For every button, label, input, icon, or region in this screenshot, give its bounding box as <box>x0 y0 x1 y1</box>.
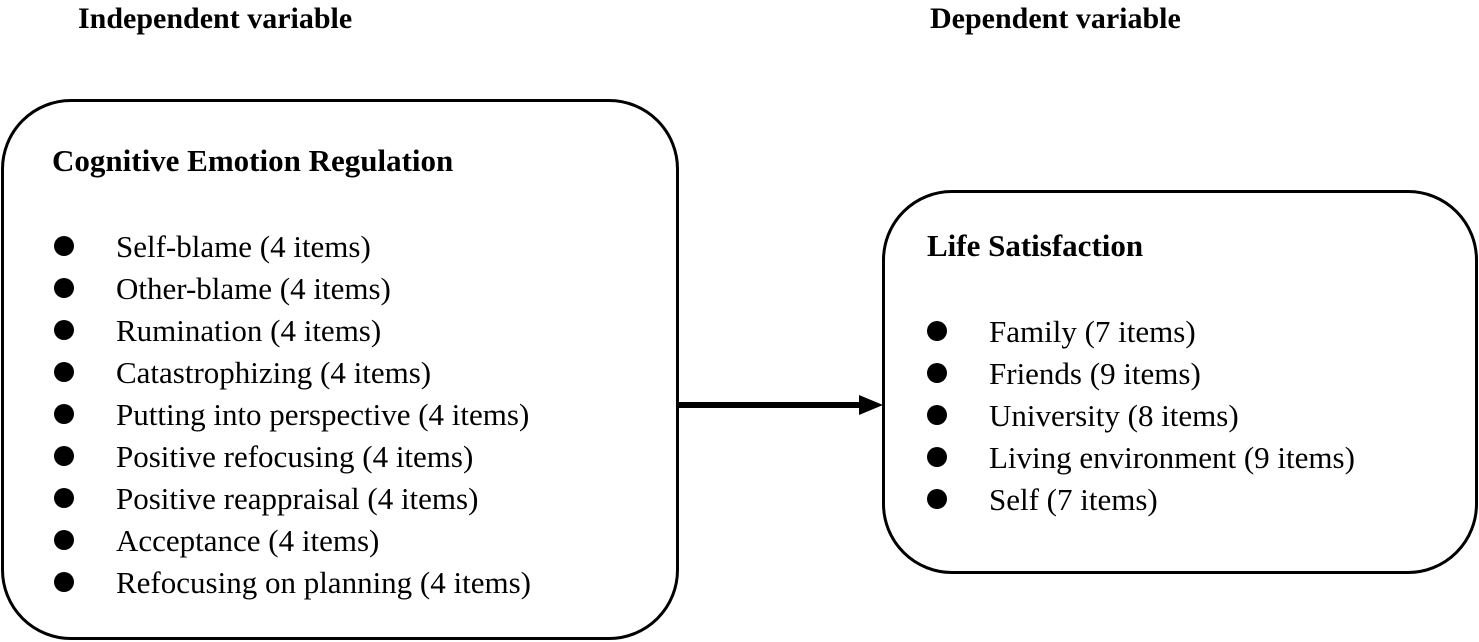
list-item-label: Self (7 items) <box>989 482 1158 517</box>
bullet-icon <box>54 530 74 550</box>
bullet-icon <box>54 488 74 508</box>
life-satisfaction-title: Life Satisfaction <box>927 228 1144 263</box>
bullet-icon <box>927 405 947 425</box>
list-item-label: Friends (9 items) <box>989 356 1201 391</box>
bullet-icon <box>54 572 74 592</box>
list-item-label: Family (7 items) <box>989 314 1196 349</box>
bullet-icon <box>927 363 947 383</box>
bullet-icon <box>54 278 74 298</box>
arrow-head-icon <box>859 395 883 415</box>
arrow-connector <box>679 395 883 415</box>
list-item-label: Putting into perspective (4 items) <box>116 397 530 432</box>
dependent-variable-heading: Dependent variable <box>930 2 1181 35</box>
bullet-icon <box>54 236 74 256</box>
bullet-icon <box>54 404 74 424</box>
list-item-label: Living environment (9 items) <box>989 440 1355 475</box>
bullet-icon <box>54 320 74 340</box>
list-item-label: Acceptance (4 items) <box>116 523 380 558</box>
bullet-icon <box>54 446 74 466</box>
life-satisfaction-box: Life Satisfaction Family (7 items) Frien… <box>882 190 1478 574</box>
cognitive-emotion-regulation-title: Cognitive Emotion Regulation <box>52 143 454 178</box>
list-item-label: Positive reappraisal (4 items) <box>116 481 479 516</box>
list-item-label: Refocusing on planning (4 items) <box>116 565 531 600</box>
bullet-icon <box>927 447 947 467</box>
cognitive-emotion-regulation-box: Cognitive Emotion Regulation Self-blame … <box>1 99 679 640</box>
list-item-label: Other-blame (4 items) <box>116 271 391 306</box>
independent-variable-heading: Independent variable <box>78 2 353 35</box>
list-item-label: Rumination (4 items) <box>116 313 382 348</box>
list-item-label: Self-blame (4 items) <box>116 229 371 264</box>
list-item-label: Catastrophizing (4 items) <box>116 355 432 390</box>
bullet-icon <box>927 489 947 509</box>
list-item-label: University (8 items) <box>989 398 1239 433</box>
bullet-icon <box>927 321 947 341</box>
bullet-icon <box>54 362 74 382</box>
list-item-label: Positive refocusing (4 items) <box>116 439 474 474</box>
